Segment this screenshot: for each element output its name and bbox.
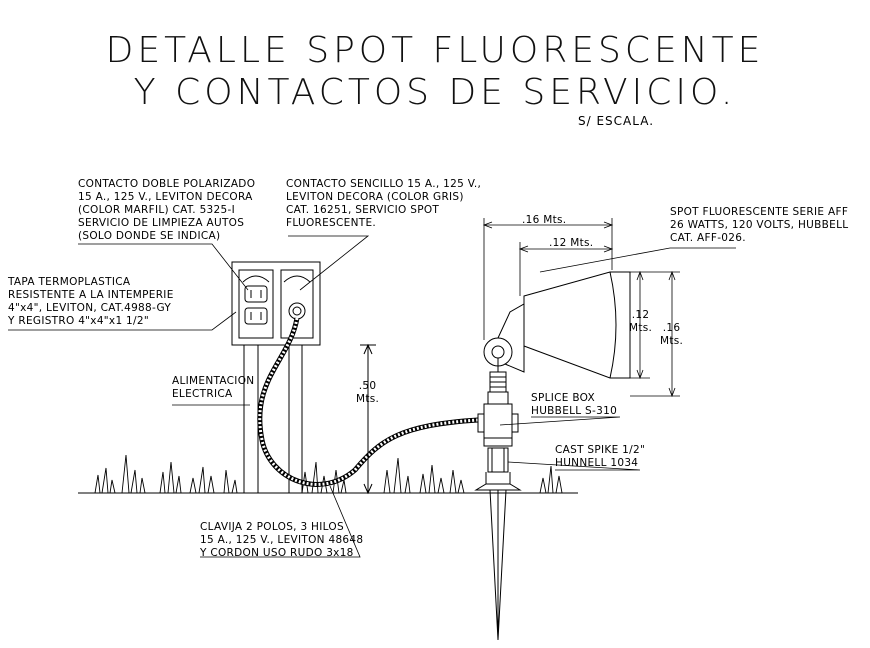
dim-width-12: .12 Mts. <box>549 237 594 249</box>
single-outlet <box>280 269 314 339</box>
label-clavija: CLAVIJA 2 POLOS, 3 HILOS 15 A., 125 V., … <box>200 521 364 559</box>
label-contacto-sencillo: CONTACTO SENCILLO 15 A., 125 V., LEVITON… <box>286 178 482 229</box>
plug-face <box>288 302 306 320</box>
splice-box <box>483 403 513 447</box>
duplex-hinge <box>242 275 270 283</box>
label-alimentacion: ALIMENTACION ELECTRICA <box>172 375 255 400</box>
label-splice: SPLICE BOX HUBBELL S-310 <box>531 392 618 417</box>
dim-width-16: .16 Mts. <box>522 214 567 226</box>
fixture-shade <box>523 271 631 379</box>
splice-top <box>487 391 509 405</box>
label-spot: SPOT FLUORESCENTE SERIE AFF 26 WATTS, 12… <box>670 206 849 244</box>
junction-box <box>231 261 321 346</box>
dim-height-12: .12 Mts. <box>629 309 653 334</box>
label-contacto-doble: CONTACTO DOBLE POLARIZADO 15 A., 125 V.,… <box>78 178 256 242</box>
leader-lines <box>8 235 736 558</box>
cord-outer <box>257 317 479 487</box>
dim-heights <box>630 270 680 398</box>
title-line-2: Y CONTACTOS DE SERVICIO. <box>133 72 737 113</box>
outlet-lower <box>244 307 268 325</box>
spike-collar <box>487 447 509 473</box>
scale-label: S/ ESCALA. <box>578 114 655 128</box>
single-hinge <box>283 275 311 283</box>
spike-flange <box>474 483 522 491</box>
dim-height-50: .50 Mts. <box>356 380 380 405</box>
title-line-1: DETALLE SPOT FLUORESCENTE <box>105 30 765 71</box>
dim-widths <box>482 218 614 340</box>
label-spike: CAST SPIKE 1/2" HUNNELL 1034 <box>555 444 646 469</box>
cast-spike <box>489 489 507 641</box>
outlet-upper <box>244 285 268 303</box>
dim-height-16: .16 Mts. <box>660 322 684 347</box>
cord-inner <box>258 317 479 486</box>
duplex-outlet <box>238 269 274 339</box>
label-tapa: TAPA TERMOPLASTICA RESISTENTE A LA INTEM… <box>8 276 174 327</box>
fixture-neck <box>497 303 525 373</box>
